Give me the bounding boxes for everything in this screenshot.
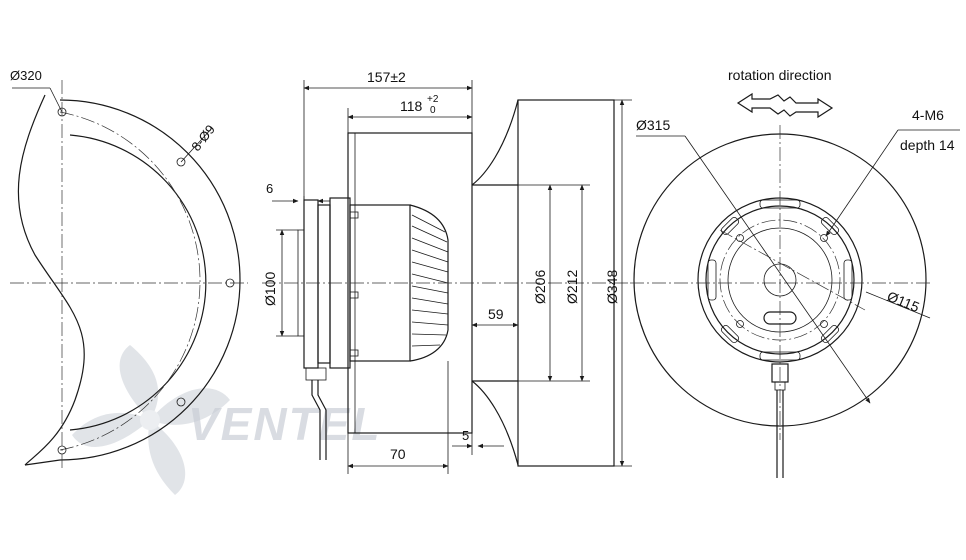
dim-holes-8x9: 8-Ø9 xyxy=(188,122,218,154)
thread-label: 4-M6 xyxy=(912,107,944,123)
thread-depth-label: depth 14 xyxy=(900,137,955,153)
rotation-direction-label: rotation direction xyxy=(728,67,832,83)
dim-d100: Ø100 xyxy=(262,272,278,306)
dim-d320: Ø320 xyxy=(10,68,42,83)
dim-length-6: 6 xyxy=(266,181,273,196)
side-view-dimensions: 157±2 118 +2 0 6 Ø100 Ø206 Ø212 Ø348 59 xyxy=(262,69,632,474)
dim-length-59: 59 xyxy=(488,306,504,322)
dim-118-tol-plus: +2 xyxy=(427,94,439,105)
dim-118-tol-minus: 0 xyxy=(430,105,436,116)
flange-partial-view: Ø320 8-Ø9 xyxy=(10,68,248,470)
dim-d315: Ø315 xyxy=(636,117,670,133)
front-view-annotations: rotation direction Ø315 4-M6 depth 14 Ø1… xyxy=(636,67,960,404)
dim-length-157: 157±2 xyxy=(367,69,406,85)
dim-d206: Ø206 xyxy=(532,270,548,304)
dim-length-70: 70 xyxy=(390,446,406,462)
watermark-text: VENTEL xyxy=(188,398,381,450)
dim-d348: Ø348 xyxy=(604,270,620,304)
fan-logo-icon xyxy=(72,345,230,495)
motor-fins xyxy=(411,214,449,347)
dim-length-5: 5 xyxy=(462,428,469,443)
fan-side-view xyxy=(262,99,630,467)
m6-holes xyxy=(736,234,828,328)
dim-d212: Ø212 xyxy=(564,270,580,304)
fan-front-view xyxy=(630,125,930,478)
dim-length-118: 118 xyxy=(400,98,423,114)
rotation-arrow-icon xyxy=(736,92,834,119)
dim-d115: Ø115 xyxy=(885,288,922,315)
